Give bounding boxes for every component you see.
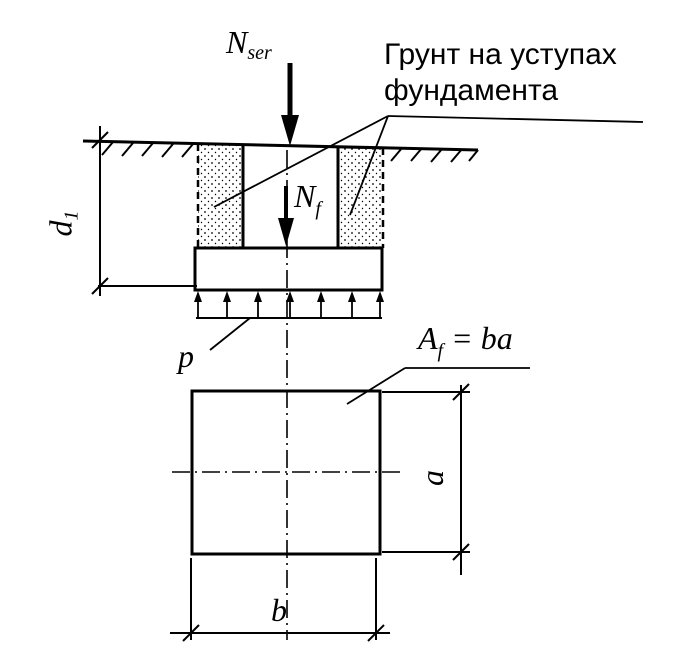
- ground-surface: [82, 139, 479, 163]
- area-label: Af = ba: [418, 322, 513, 361]
- b-dimension: [170, 558, 390, 642]
- p-leader: [209, 317, 251, 351]
- area-leader: [346, 367, 530, 405]
- area-equation: = ba: [451, 320, 513, 356]
- a-label: a: [414, 470, 450, 486]
- soil-pressure-arrows: [194, 291, 384, 319]
- column: [241, 144, 340, 249]
- d1-label: d1: [42, 210, 83, 237]
- soil-label-line1: Грунт на уступах: [384, 38, 617, 71]
- nf-subscript: f: [315, 198, 321, 220]
- soil-label-line2: фундамента: [384, 74, 559, 107]
- area-subscript: f: [437, 340, 444, 362]
- d1-subscript: 1: [60, 210, 83, 221]
- foundation-slab: [193, 246, 384, 292]
- nser-subscript: ser: [247, 42, 272, 64]
- d1-symbol: d: [42, 220, 79, 237]
- d1-dimension: [91, 126, 197, 296]
- soil-leader-lines: [213, 115, 644, 216]
- nser-label: Nser: [226, 26, 272, 63]
- p-label: p: [178, 338, 194, 374]
- a-dimension: [382, 383, 470, 575]
- soil-on-ledges: [196, 144, 385, 248]
- nser-arrow: [281, 63, 299, 146]
- area-symbol: A: [418, 320, 438, 356]
- nf-arrow: [278, 186, 294, 246]
- nser-symbol: N: [226, 24, 248, 60]
- nf-symbol: N: [294, 178, 316, 214]
- b-label: b: [271, 592, 287, 628]
- nf-label: Nf: [294, 180, 321, 219]
- foundation-plan: [190, 389, 382, 556]
